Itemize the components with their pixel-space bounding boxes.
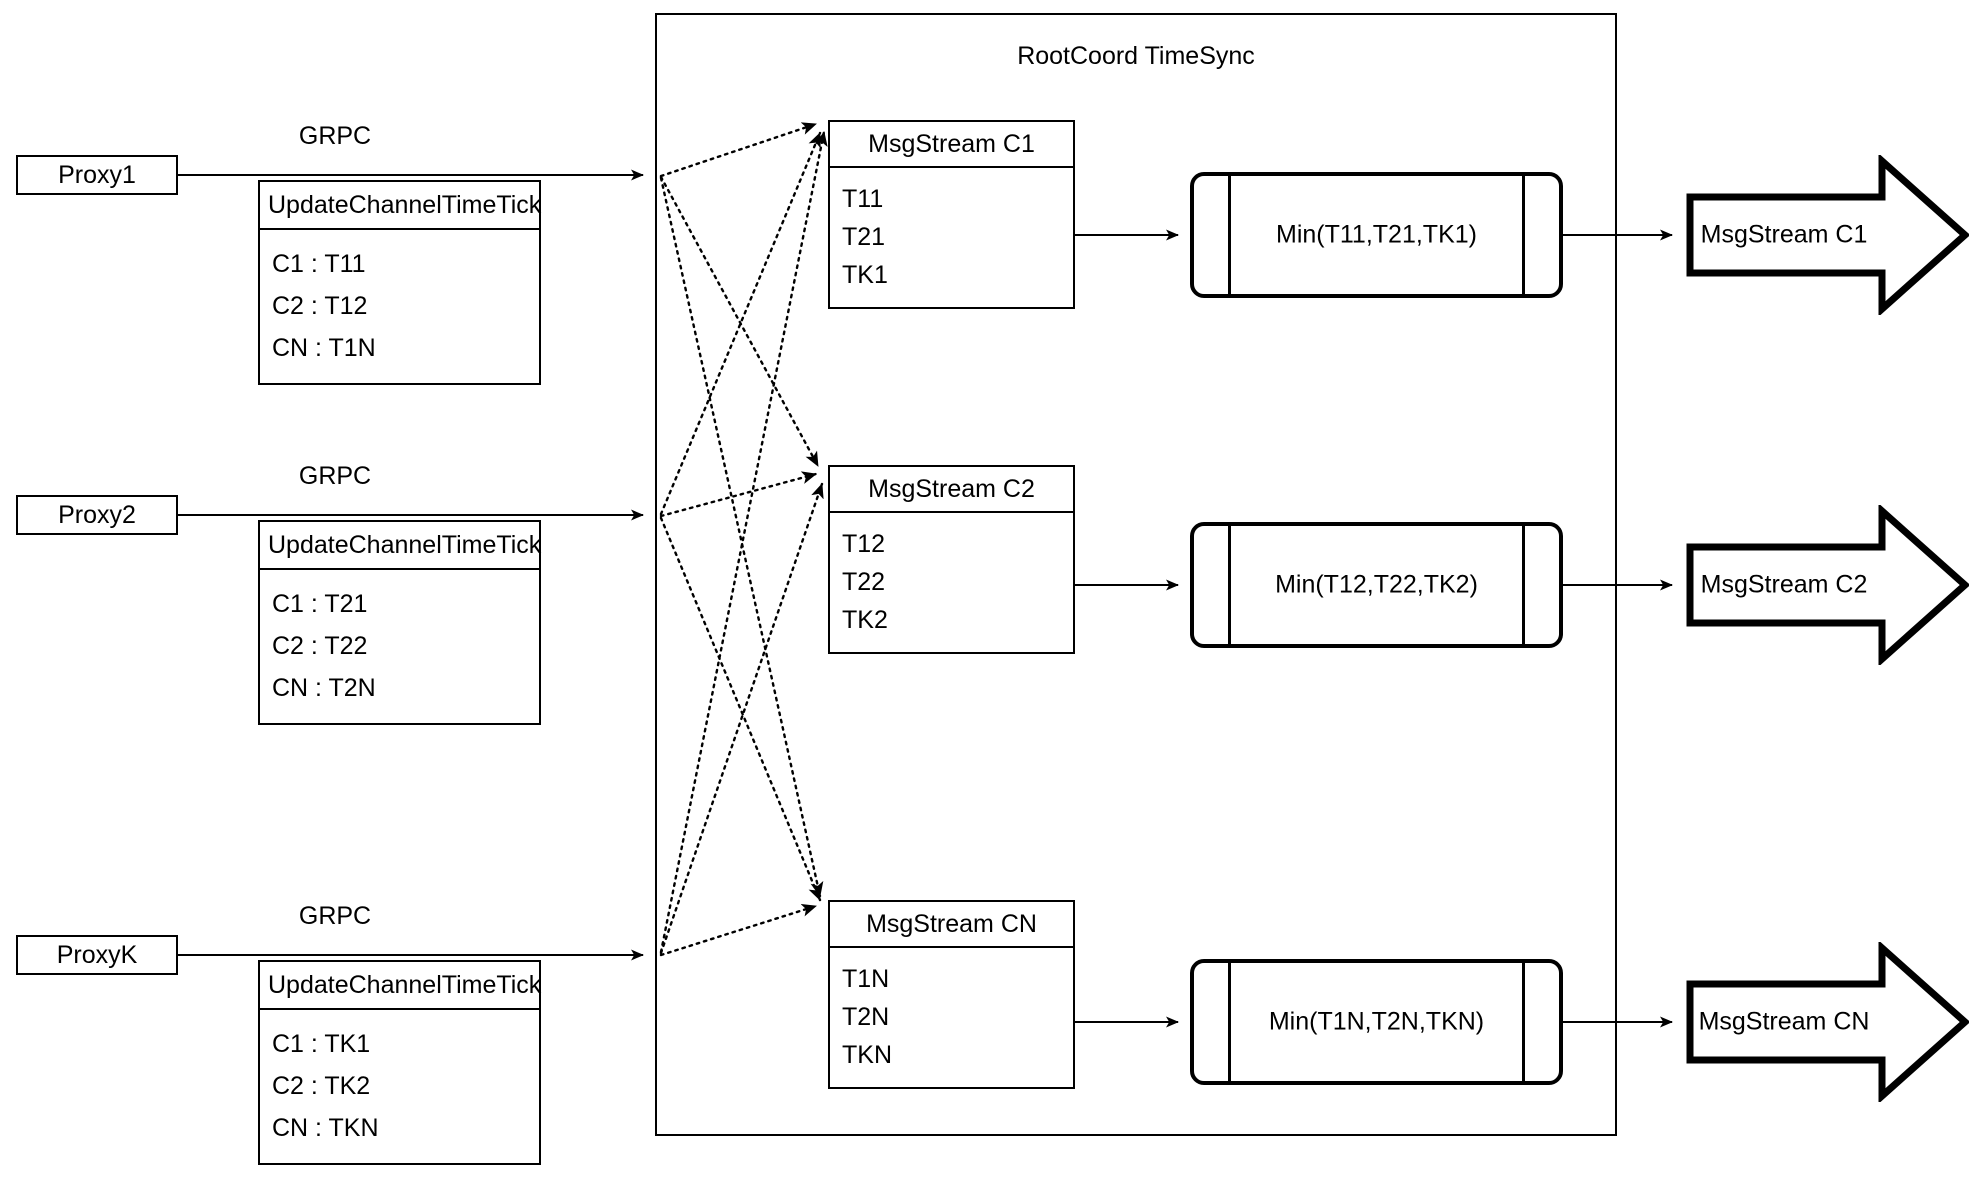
proxy-label: Proxy1 [58, 160, 136, 189]
grpc-label-2: GRPC [298, 462, 372, 490]
process-bar-right [1522, 963, 1525, 1081]
grpc-label-3: GRPC [298, 902, 372, 930]
request-row: CN : T1N [272, 333, 376, 362]
msgstream-title: MsgStream C1 [830, 122, 1073, 168]
update-channel-timetick-box-1: UpdateChannelTimeTick C1 : T11 C2 : T12 … [258, 180, 541, 385]
msgstream-row: T22 [842, 567, 886, 596]
proxy-box-2[interactable]: Proxy2 [16, 495, 178, 535]
msgstream-row: T12 [842, 529, 886, 558]
request-row: C2 : T22 [272, 631, 368, 660]
request-row: C1 : TK1 [272, 1030, 371, 1059]
proxy-box-3[interactable]: ProxyK [16, 935, 178, 975]
request-title: UpdateChannelTimeTick [260, 962, 541, 1010]
output-block-arrow-1: MsgStream C1 [1686, 153, 1969, 317]
msgstream-row: TK2 [842, 606, 888, 635]
msgstream-rows: T12 T22 TK2 [830, 513, 1073, 652]
request-row: C2 : T12 [272, 291, 368, 320]
process-bar-left [1228, 963, 1231, 1081]
msgstream-box-1: MsgStream C1 T11 T21 TK1 [828, 120, 1075, 309]
proxy-label: ProxyK [56, 940, 138, 969]
min-process-label: Min(T12,T22,TK2) [1275, 570, 1478, 599]
grpc-label-1: GRPC [298, 122, 372, 150]
msgstream-rows: T1N T2N TKN [830, 948, 1073, 1087]
request-row: C1 : T11 [272, 250, 366, 279]
proxy-label: Proxy2 [58, 500, 136, 529]
process-bar-right [1522, 526, 1525, 644]
request-rows: C1 : TK1 C2 : TK2 CN : TKN [260, 1010, 539, 1163]
min-process-box-1: Min(T11,T21,TK1) [1190, 172, 1563, 298]
min-process-label: Min(T1N,T2N,TKN) [1268, 1007, 1485, 1036]
process-bar-left [1228, 176, 1231, 294]
msgstream-title: MsgStream CN [830, 902, 1073, 948]
min-process-label: Min(T11,T21,TK1) [1276, 220, 1477, 249]
msgstream-row: TKN [842, 1041, 892, 1070]
msgstream-row: T21 [842, 222, 886, 251]
min-process-box-3: Min(T1N,T2N,TKN) [1190, 959, 1563, 1085]
msgstream-row: T1N [842, 964, 890, 993]
output-block-arrow-2: MsgStream C2 [1686, 503, 1969, 667]
rootcoord-timesync-title: RootCoord TimeSync [1017, 42, 1255, 70]
request-title: UpdateChannelTimeTick [260, 522, 541, 570]
msgstream-title: MsgStream C2 [830, 467, 1073, 513]
msgstream-row: T2N [842, 1002, 890, 1031]
msgstream-row: TK1 [842, 261, 888, 290]
min-process-box-2: Min(T12,T22,TK2) [1190, 522, 1563, 648]
request-rows: C1 : T21 C2 : T22 CN : T2N [260, 570, 539, 723]
update-channel-timetick-box-2: UpdateChannelTimeTick C1 : T21 C2 : T22 … [258, 520, 541, 725]
msgstream-rows: T11 T21 TK1 [830, 168, 1073, 307]
request-row: CN : TKN [272, 1113, 379, 1142]
request-row: C2 : TK2 [272, 1071, 371, 1100]
request-rows: C1 : T11 C2 : T12 CN : T1N [260, 230, 539, 383]
process-bar-right [1522, 176, 1525, 294]
rootcoord-timesync-container [655, 13, 1617, 1136]
request-row: C1 : T21 [272, 590, 368, 619]
update-channel-timetick-box-3: UpdateChannelTimeTick C1 : TK1 C2 : TK2 … [258, 960, 541, 1165]
msgstream-row: T11 [842, 184, 884, 213]
proxy-box-1[interactable]: Proxy1 [16, 155, 178, 195]
msgstream-box-2: MsgStream C2 T12 T22 TK2 [828, 465, 1075, 654]
msgstream-box-3: MsgStream CN T1N T2N TKN [828, 900, 1075, 1089]
output-block-arrow-3: MsgStream CN [1686, 940, 1969, 1104]
process-bar-left [1228, 526, 1231, 644]
request-title: UpdateChannelTimeTick [260, 182, 541, 230]
request-row: CN : T2N [272, 673, 376, 702]
